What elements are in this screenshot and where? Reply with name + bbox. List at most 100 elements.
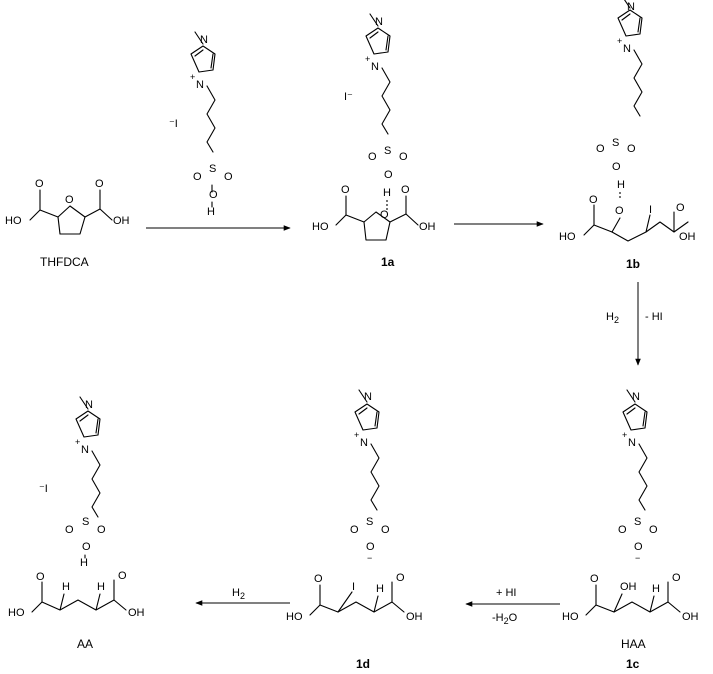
svg-text:O: O bbox=[399, 151, 408, 163]
svg-text:N: N bbox=[364, 391, 372, 403]
svg-text:O: O bbox=[36, 571, 45, 583]
svg-text:+: + bbox=[75, 437, 80, 447]
svg-text:I: I bbox=[352, 581, 355, 593]
svg-text:N: N bbox=[200, 34, 208, 46]
svg-text:O: O bbox=[97, 524, 106, 536]
svg-text:O: O bbox=[380, 209, 389, 221]
svg-text:O: O bbox=[314, 573, 323, 585]
svg-text:OH: OH bbox=[406, 611, 423, 623]
molecule-thfdca: O O O HO OH THFDCA bbox=[5, 178, 130, 269]
svg-text:H2: H2 bbox=[606, 311, 619, 325]
svg-text:N: N bbox=[628, 437, 636, 449]
svg-text:OH: OH bbox=[128, 607, 145, 619]
svg-text:OH: OH bbox=[113, 215, 130, 227]
reagent-ionic-liquid-bottom-left: N + N ⁻I S O O O H bbox=[39, 396, 106, 569]
conditions-step-4: + HI -H2O bbox=[492, 587, 518, 626]
reagent-ionic-liquid-bottom-right: N + N S O O O − bbox=[618, 389, 658, 563]
svg-text:S: S bbox=[209, 163, 216, 175]
svg-text:H: H bbox=[376, 583, 384, 595]
svg-text:H: H bbox=[207, 206, 215, 218]
svg-text:H: H bbox=[617, 179, 625, 191]
svg-text:OH: OH bbox=[682, 611, 699, 623]
svg-text:O: O bbox=[366, 541, 375, 553]
svg-text:N: N bbox=[360, 437, 368, 449]
label-aa: AA bbox=[77, 637, 93, 651]
svg-text:HO: HO bbox=[562, 611, 579, 623]
molecule-1d: I H O O HO OH 1d bbox=[286, 572, 423, 671]
svg-text:- HI: - HI bbox=[645, 311, 663, 323]
reagent-ionic-liquid-top: N + N ⁻I S O O O H bbox=[169, 31, 233, 218]
label-1c: 1c bbox=[626, 657, 640, 671]
svg-text:N: N bbox=[632, 391, 640, 403]
label-1b: 1b bbox=[626, 257, 640, 271]
svg-text:O: O bbox=[612, 161, 621, 173]
svg-text:I⁻: I⁻ bbox=[344, 91, 353, 103]
label-thfdca: THFDCA bbox=[40, 255, 89, 269]
svg-text:N: N bbox=[371, 61, 379, 73]
label-1a: 1a bbox=[381, 255, 395, 269]
svg-text:S: S bbox=[612, 137, 619, 149]
svg-text:N: N bbox=[375, 16, 383, 28]
svg-text:−: − bbox=[635, 553, 640, 563]
svg-text:HO: HO bbox=[312, 221, 329, 233]
complex-1b: N + N S O O O H O I O O HO OH 1b bbox=[559, 0, 696, 271]
molecule-aa: H H O O HO OH AA bbox=[8, 570, 145, 651]
svg-text:O: O bbox=[118, 570, 127, 582]
svg-text:H: H bbox=[80, 557, 88, 569]
svg-text:O: O bbox=[615, 205, 624, 217]
svg-text:OH: OH bbox=[419, 221, 436, 233]
svg-text:⁻I: ⁻I bbox=[39, 483, 48, 495]
svg-text:O: O bbox=[381, 524, 390, 536]
svg-text:O: O bbox=[627, 143, 636, 155]
svg-text:O: O bbox=[384, 169, 393, 181]
svg-text:+: + bbox=[354, 430, 359, 440]
svg-text:O: O bbox=[649, 524, 658, 536]
svg-text:N: N bbox=[627, 1, 635, 13]
svg-text:O: O bbox=[35, 178, 44, 190]
svg-text:−: − bbox=[367, 553, 372, 563]
svg-text:O: O bbox=[224, 171, 233, 183]
svg-text:O: O bbox=[676, 202, 685, 214]
svg-text:O: O bbox=[82, 541, 91, 553]
svg-text:N: N bbox=[623, 43, 631, 55]
svg-text:O: O bbox=[396, 572, 405, 584]
svg-text:O: O bbox=[65, 194, 74, 206]
svg-text:HO: HO bbox=[8, 607, 25, 619]
molecule-1c-haa: OH H O O HO OH HAA 1c bbox=[562, 572, 699, 671]
svg-text:O: O bbox=[634, 541, 643, 553]
svg-text:H: H bbox=[652, 583, 660, 595]
svg-text:+: + bbox=[365, 54, 370, 64]
svg-text:H: H bbox=[97, 581, 105, 593]
svg-text:-H2O: -H2O bbox=[492, 612, 518, 626]
svg-text:O: O bbox=[193, 171, 202, 183]
svg-text:O: O bbox=[589, 194, 598, 206]
svg-text:⁻I: ⁻I bbox=[169, 118, 178, 130]
label-1d: 1d bbox=[356, 657, 370, 671]
svg-text:O: O bbox=[672, 572, 681, 584]
svg-text:OH: OH bbox=[679, 231, 696, 243]
svg-text:O: O bbox=[401, 184, 410, 196]
svg-text:H: H bbox=[383, 187, 391, 199]
svg-text:O: O bbox=[368, 151, 377, 163]
conditions-step-3: H2 - HI bbox=[606, 311, 663, 325]
svg-text:O: O bbox=[95, 178, 104, 190]
svg-text:+: + bbox=[622, 430, 627, 440]
svg-text:+: + bbox=[190, 72, 195, 82]
svg-text:HO: HO bbox=[286, 611, 303, 623]
svg-text:+: + bbox=[617, 36, 622, 46]
conditions-step-5: H2 bbox=[232, 587, 245, 601]
svg-text:O: O bbox=[350, 524, 359, 536]
svg-text:S: S bbox=[366, 516, 373, 528]
svg-text:N: N bbox=[81, 444, 89, 456]
reagent-ionic-liquid-bottom-mid: N + N S O O O − bbox=[350, 389, 390, 563]
svg-text:O: O bbox=[341, 184, 350, 196]
svg-text:OH: OH bbox=[620, 581, 637, 593]
svg-text:S: S bbox=[634, 516, 641, 528]
svg-text:HO: HO bbox=[559, 231, 576, 243]
svg-text:+ HI: + HI bbox=[496, 587, 516, 599]
svg-text:O: O bbox=[618, 524, 627, 536]
svg-text:S: S bbox=[82, 516, 89, 528]
svg-text:O: O bbox=[65, 524, 74, 536]
svg-text:O: O bbox=[590, 573, 599, 585]
